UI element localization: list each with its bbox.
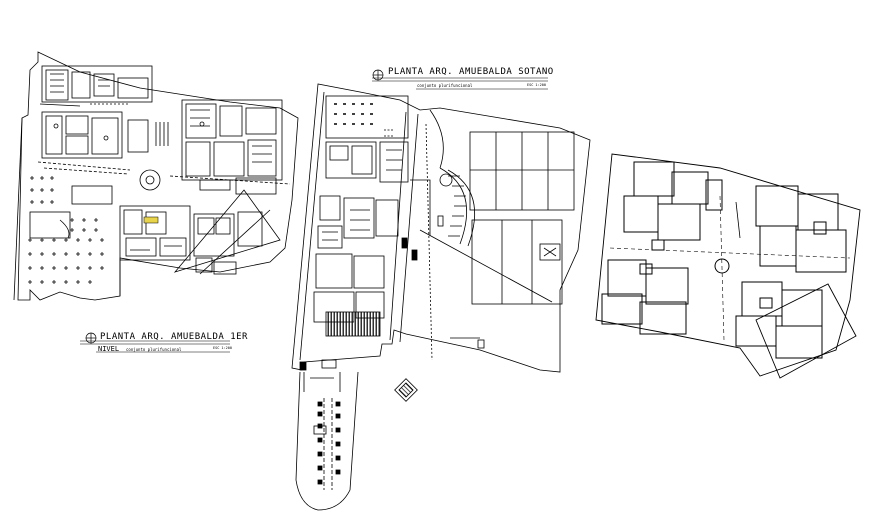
plan-level-first-floor: NIVEL	[98, 345, 120, 353]
plan-basement	[291, 77, 591, 511]
plan-subtitle-basement: conjunto plurifuncional	[417, 83, 473, 88]
plan-structure	[595, 153, 861, 379]
roundabout	[139, 169, 161, 191]
garden-trees	[28, 176, 104, 284]
plan-scale-basement: ESC 1:200	[527, 83, 546, 87]
plan-subtitle-first-floor: conjunto plurifuncional	[126, 347, 182, 352]
structure-outline	[595, 153, 861, 377]
stair-hatch	[325, 311, 381, 337]
plan-title-basement: PLANTA ARQ. AMUEBALDA SOTANO	[388, 67, 554, 77]
plan-title-first-floor: PLANTA ARQ. AMUEBALDA 1ER	[100, 332, 248, 342]
plan-first-floor	[13, 51, 299, 353]
plan-scale-first-floor: ESC 1:200	[213, 346, 232, 350]
parking-tail	[295, 371, 359, 511]
title-symbol-basement	[372, 69, 384, 81]
title-symbol-first-floor	[85, 332, 97, 344]
basement-outline	[291, 83, 591, 373]
